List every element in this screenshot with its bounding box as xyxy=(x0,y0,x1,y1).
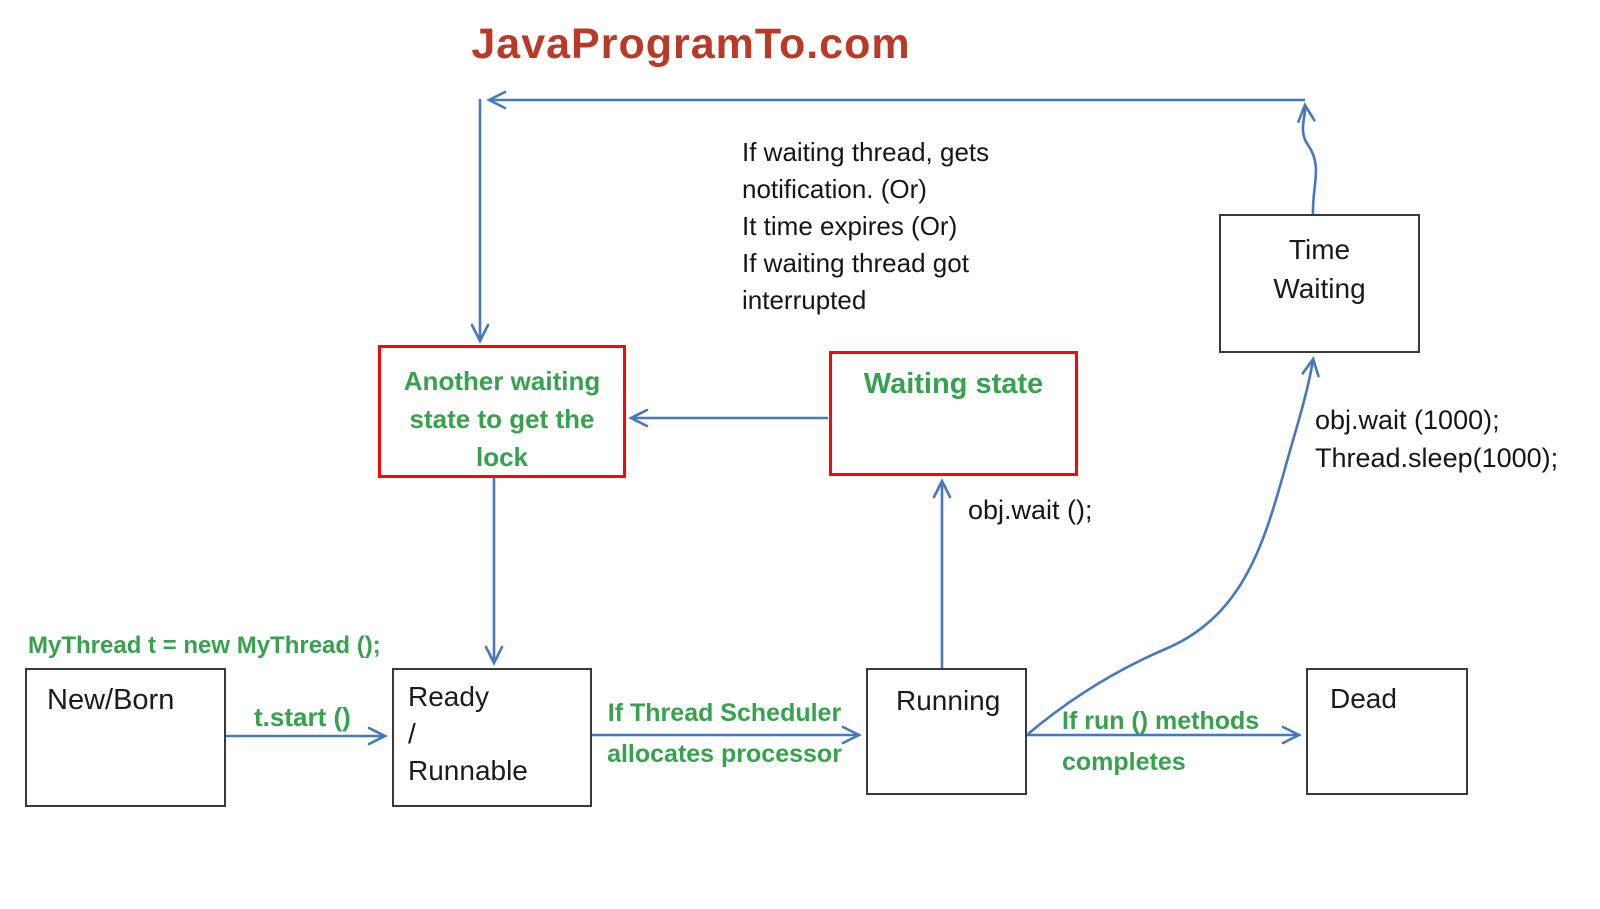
wake-conditions-note: If waiting thread, gets notification. (O… xyxy=(742,137,990,315)
state-box-ready-runnable: Ready / Runnable xyxy=(392,668,592,807)
arrow-running-to-time-waiting xyxy=(1027,356,1320,735)
arrow-time-waiting-to-top xyxy=(1297,102,1318,215)
state-label-new-born: New/Born xyxy=(47,684,175,716)
state-box-waiting-state: Waiting state xyxy=(829,351,1078,476)
state-label-time-waiting: Time Waiting xyxy=(1273,234,1366,304)
state-label-ready-runnable: Ready / Runnable xyxy=(408,681,528,786)
transition-label-timed-wait: obj.wait (1000); Thread.sleep(1000); xyxy=(1315,405,1559,473)
state-box-another-waiting: Another waiting state to get the lock xyxy=(378,345,626,478)
transition-label-run-completes: If run () methods completes xyxy=(1062,707,1260,776)
state-label-dead: Dead xyxy=(1330,683,1397,714)
state-label-waiting-state: Waiting state xyxy=(863,368,1044,400)
state-box-time-waiting: Time Waiting xyxy=(1219,214,1420,353)
transition-label-t-start: t.start () xyxy=(254,702,351,732)
transition-label-obj-wait: obj.wait (); xyxy=(968,495,1093,525)
state-label-running: Running xyxy=(896,685,1001,716)
transition-label-scheduler: If Thread Scheduler allocates processor xyxy=(607,699,842,768)
state-label-another-waiting: Another waiting state to get the lock xyxy=(403,366,601,472)
site-title: JavaProgramTo.com xyxy=(471,20,911,68)
state-box-dead: Dead xyxy=(1306,668,1468,795)
state-box-running: Running xyxy=(866,668,1027,795)
state-box-new-born: New/Born xyxy=(25,668,226,807)
transition-label-new-thread: MyThread t = new MyThread (); xyxy=(28,632,381,659)
